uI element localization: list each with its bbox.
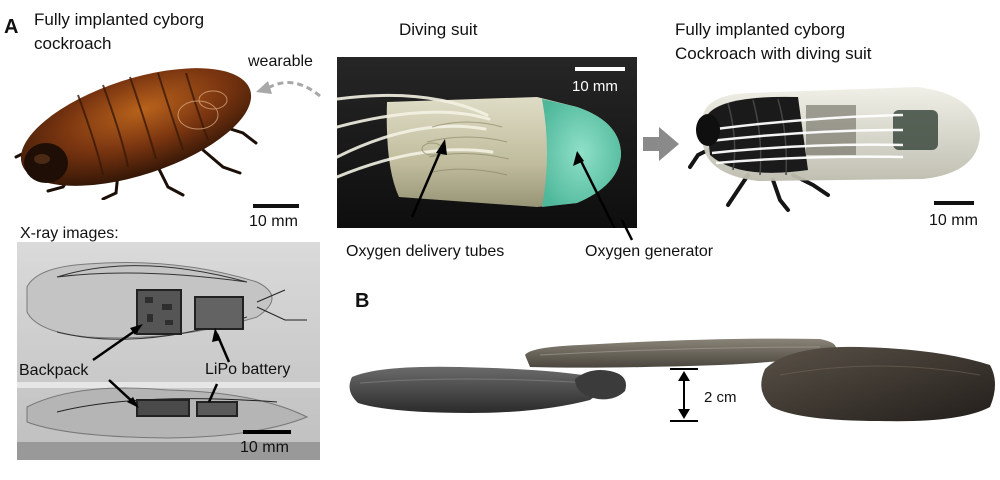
suited-scalebar [934,201,974,205]
cockroach-photo [14,68,258,200]
suited-title-line2: Cockroach with diving suit [675,44,872,63]
oxygen-generator-label: Oxygen generator [585,243,714,260]
diving-suit-scalebar-label: 10 mm [572,78,618,95]
panel-label-b: B [355,290,370,312]
rocks-photo [349,338,995,422]
cyborg-title-line2: cockroach [34,34,112,53]
wearable-arrow-icon [256,81,321,98]
combine-arrow-icon [643,127,679,161]
xray-title: X-ray images: [20,225,119,242]
wearable-label: wearable [248,53,313,70]
diving-suit-photo [337,57,637,228]
cockroach-scalebar [253,204,299,208]
suited-cockroach-photo [688,87,980,212]
oxygen-generator-arrow-icon [620,220,634,241]
lipo-battery-label: LiPo battery [205,361,291,378]
suited-scalebar-label: 10 mm [929,212,978,229]
oxygen-tubes-label: Oxygen delivery tubes [346,243,505,260]
cyborg-title-line1: Fully implanted cyborg [34,10,205,29]
panel-label-a: A [4,16,19,38]
xray-scalebar-label: 10 mm [240,439,289,456]
xray-photo [17,242,320,460]
cockroach-scalebar-label: 10 mm [249,213,298,230]
height-label: 2 cm [704,389,737,406]
suited-title-line1: Fully implanted cyborg [675,20,846,39]
diving-suit-title: Diving suit [399,20,478,39]
backpack-label: Backpack [19,362,89,379]
